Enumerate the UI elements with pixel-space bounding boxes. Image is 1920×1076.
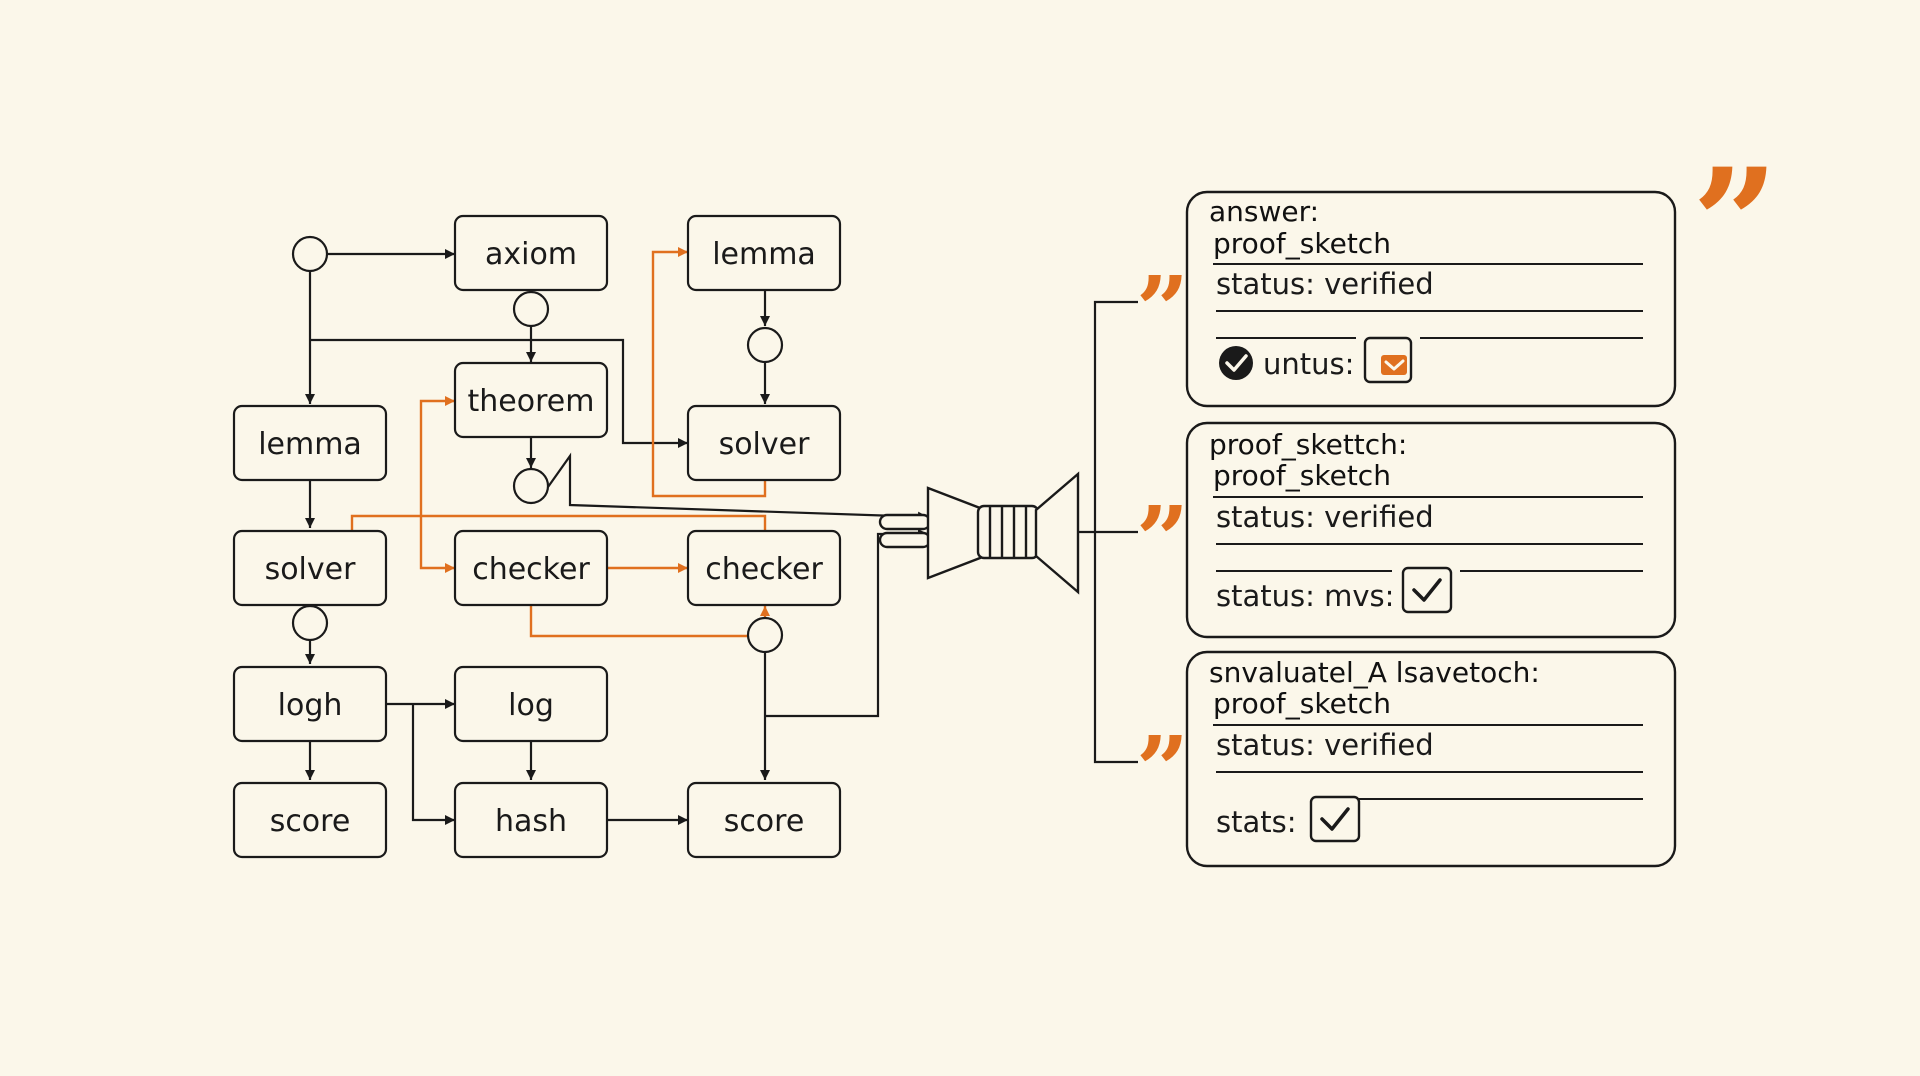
node-solver-left-label: solver: [265, 552, 357, 587]
card-3-line2: status: verified: [1216, 728, 1434, 762]
card-1-checkbox[interactable]: [1363, 336, 1413, 384]
edge-solver-bridge: [350, 514, 767, 532]
card-3-line1: proof_sketch: [1213, 687, 1391, 720]
node-solver-right[interactable]: solver: [686, 404, 842, 482]
edge-loop-lemma-top: [651, 247, 767, 498]
theorem-junction: [512, 467, 550, 505]
quote-mark-card-1: ”: [1136, 256, 1189, 364]
edge-to-card-1: [1093, 300, 1138, 532]
card-2-line2: status: verified: [1216, 500, 1434, 534]
node-lemma-left[interactable]: lemma: [232, 404, 388, 482]
node-logh[interactable]: logh: [232, 665, 388, 743]
node-checker-right[interactable]: checker: [686, 529, 842, 607]
edge-branch-solver: [310, 338, 688, 448]
node-axiom[interactable]: axiom: [453, 214, 609, 292]
lemma-junction: [746, 326, 784, 364]
edge-theorem-funnel: [547, 452, 929, 522]
card-3-title: snvaluatel_A lsavetoch:: [1209, 656, 1540, 689]
black-connectors: [305, 249, 1138, 825]
closing-quote-mark: ”: [1692, 136, 1778, 312]
node-theorem[interactable]: theorem: [453, 361, 609, 439]
node-checker-mid[interactable]: checker: [453, 529, 609, 607]
check-circle-icon: [1219, 346, 1253, 380]
card-1-line3: untus:: [1263, 347, 1354, 381]
card-2-line1: proof_sketch: [1213, 459, 1391, 492]
node-score-right-label: score: [724, 804, 805, 839]
edge-branch-checker: [419, 516, 455, 573]
node-logh-label: logh: [278, 688, 343, 723]
card-2-line3: status: mvs:: [1216, 579, 1394, 613]
edge-branch-theorem: [419, 396, 455, 516]
node-solver-right-label: solver: [719, 427, 811, 462]
node-solver-left[interactable]: solver: [232, 529, 388, 607]
edge-checker-loop: [529, 606, 770, 638]
node-axiom-label: axiom: [485, 237, 577, 272]
quote-marks: ” ” ” ”: [1136, 136, 1778, 824]
node-log-label: log: [508, 688, 554, 723]
node-lemma-top[interactable]: lemma: [686, 214, 842, 292]
flow-nodes: axiom lemma theorem lemma solver solver …: [232, 214, 842, 859]
checker-junction: [746, 616, 784, 654]
card-1-title: answer:: [1209, 195, 1319, 228]
axiom-junction: [512, 290, 550, 328]
edge-to-card-3: [1093, 532, 1138, 764]
node-theorem-label: theorem: [468, 384, 595, 419]
node-checker-mid-label: checker: [472, 552, 590, 587]
node-lemma-left-label: lemma: [258, 427, 362, 462]
node-score-left-label: score: [270, 804, 351, 839]
solver-junction: [291, 604, 329, 642]
node-checker-right-label: checker: [705, 552, 823, 587]
card-1-line1: proof_sketch: [1213, 227, 1391, 260]
result-card-1: answer: proof_sketch status: verified un…: [1185, 190, 1677, 408]
node-hash[interactable]: hash: [453, 781, 609, 859]
card-3-line3: stats:: [1216, 805, 1297, 839]
node-lemma-top-label: lemma: [712, 237, 816, 272]
result-card-2: proof_skettch: proof_sketch status: veri…: [1185, 421, 1677, 639]
quote-mark-card-2: ”: [1136, 486, 1189, 594]
junction-circles: [291, 235, 784, 654]
card-3-checkbox[interactable]: [1309, 795, 1361, 843]
quote-mark-card-3: ”: [1136, 716, 1189, 824]
node-score-left[interactable]: score: [232, 781, 388, 859]
result-card-3: snvaluatel_A lsavetoch: proof_sketch sta…: [1185, 650, 1677, 868]
edge-logh-hash: [411, 704, 455, 825]
node-score-right[interactable]: score: [686, 781, 842, 859]
card-2-title: proof_skettch:: [1209, 428, 1407, 461]
card-2-checkbox[interactable]: [1401, 566, 1453, 614]
start-circle: [291, 235, 329, 273]
funnel-connector-icon: [878, 471, 1080, 595]
node-log[interactable]: log: [453, 665, 609, 743]
card-1-line2: status: verified: [1216, 267, 1434, 301]
node-hash-label: hash: [495, 804, 567, 839]
